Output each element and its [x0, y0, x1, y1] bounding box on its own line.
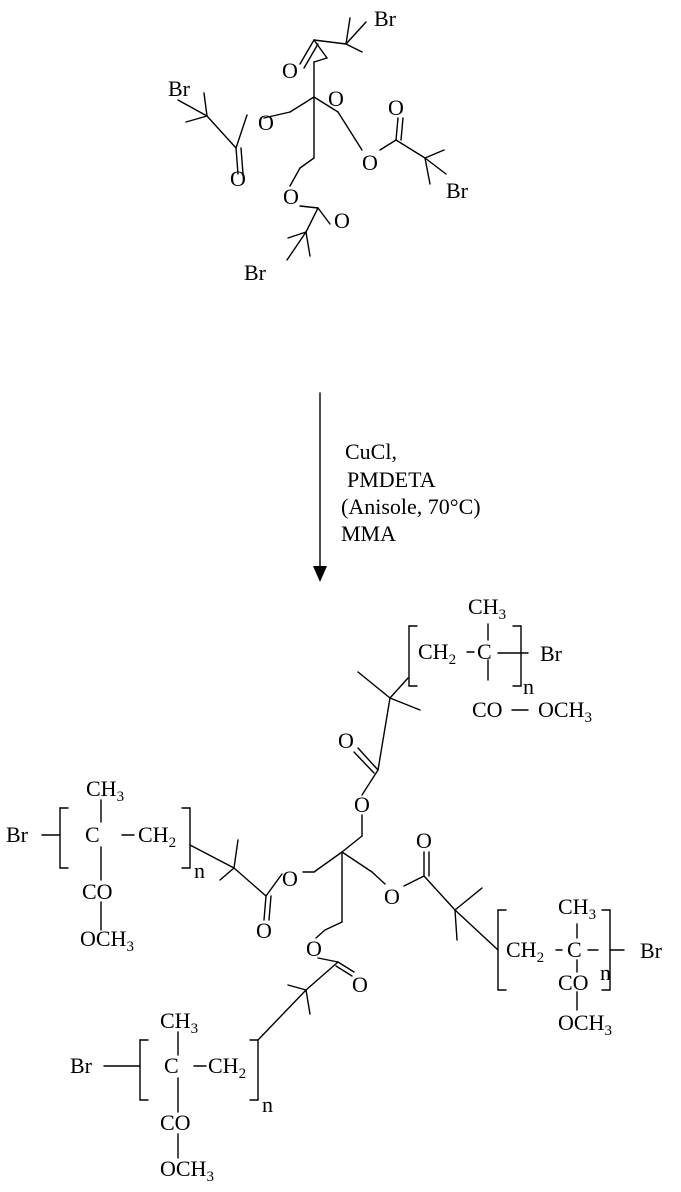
ch3-label: CH3: [86, 776, 124, 805]
ch3-label: CH3: [160, 1008, 198, 1037]
monomer-label: MMA: [341, 521, 396, 546]
c-label: C: [164, 1053, 179, 1078]
o-carbonyl-label: O: [230, 166, 246, 191]
initiator-molecule: Br O O Br O O O O Br O O Br: [168, 6, 469, 285]
o-ester-label: O: [354, 792, 370, 817]
n-label: n: [600, 960, 611, 985]
o-ester-label: O: [258, 110, 274, 135]
br-label: Br: [70, 1053, 93, 1078]
c-label: C: [85, 822, 100, 847]
och3-label: OCH3: [160, 1156, 214, 1185]
o-ester-label: O: [362, 150, 378, 175]
o-carbonyl-label: O: [282, 58, 298, 83]
br-label: Br: [640, 938, 663, 963]
ch2-label: CH2: [208, 1053, 246, 1082]
och3-label: OCH3: [538, 697, 592, 726]
o-carbonyl-label: O: [388, 95, 404, 120]
star-polymer-product: CH3 CH2 C Br n CO OCH3 O O CH3 Br C CH2 …: [6, 594, 663, 1185]
ch3-label: CH3: [558, 894, 596, 923]
n-label: n: [523, 674, 534, 699]
reaction-conditions: CuCl, PMDETA (Anisole, 70°C) MMA: [341, 439, 481, 546]
n-label: n: [194, 858, 205, 883]
c-label: C: [477, 639, 492, 664]
br-label: Br: [244, 260, 267, 285]
br-label: Br: [6, 822, 29, 847]
co-label: CO: [160, 1110, 191, 1135]
o-carbonyl-label: O: [416, 828, 432, 853]
o-ester-label: O: [384, 884, 400, 909]
o-ester-label: O: [306, 936, 322, 961]
ligand-label: PMDETA: [347, 467, 436, 492]
br-label: Br: [168, 76, 191, 101]
o-ester-label: O: [283, 184, 299, 209]
br-label: Br: [446, 178, 469, 203]
co-label: CO: [82, 879, 113, 904]
catalyst-label: CuCl,: [345, 439, 397, 464]
ch3-label: CH3: [468, 594, 506, 623]
o-ester-label: O: [282, 866, 298, 891]
solvent-temperature-label: (Anisole, 70°C): [341, 494, 481, 519]
o-carbonyl-label: O: [338, 728, 354, 753]
och3-label: OCH3: [558, 1010, 612, 1039]
o-carbonyl-label: O: [334, 208, 350, 233]
reaction-arrow: [313, 392, 327, 582]
o-carbonyl-label: O: [256, 918, 272, 943]
c-label: C: [567, 937, 582, 962]
ch2-label: CH2: [506, 937, 544, 966]
ch2-label: CH2: [418, 639, 456, 668]
br-label: Br: [540, 641, 563, 666]
co-label: CO: [558, 970, 589, 995]
o-carbonyl-label: O: [352, 972, 368, 997]
co-label: CO: [472, 697, 503, 722]
o-ester-label: O: [328, 86, 344, 111]
ch2-label: CH2: [138, 822, 176, 851]
n-label: n: [262, 1092, 273, 1117]
och3-label: OCH3: [80, 926, 134, 955]
br-label: Br: [374, 6, 397, 31]
